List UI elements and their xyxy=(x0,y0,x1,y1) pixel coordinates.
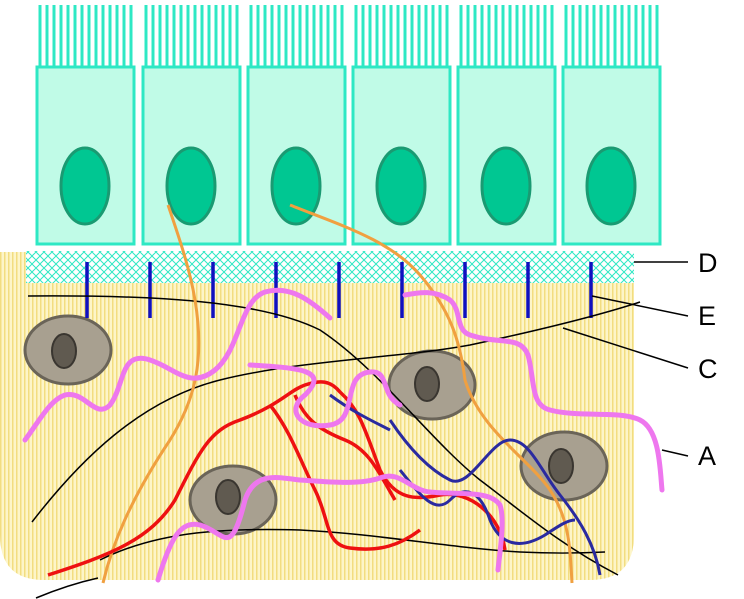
fibroblasts xyxy=(23,314,609,536)
fibroblast xyxy=(519,430,609,502)
reticular-fibers xyxy=(27,295,641,599)
nucleus xyxy=(585,146,637,226)
nucleus xyxy=(270,146,322,226)
label-a: A xyxy=(698,441,716,471)
elastic-fibers xyxy=(22,287,665,583)
leader-line-e xyxy=(591,295,689,317)
fibroblast xyxy=(387,349,477,421)
blue-fibers xyxy=(329,393,602,576)
orange-fibers xyxy=(101,203,574,584)
nuclei xyxy=(59,146,637,226)
nucleus xyxy=(165,146,217,226)
leader-line-a xyxy=(661,449,689,457)
leader-line-c xyxy=(562,327,689,369)
fibroblast xyxy=(23,314,113,386)
connective-tissue xyxy=(0,252,634,580)
nucleus xyxy=(59,146,111,226)
epithelial-cells xyxy=(35,65,662,246)
label-c: C xyxy=(698,354,718,384)
label-d: D xyxy=(698,248,718,278)
nucleus xyxy=(480,146,532,226)
microvilli xyxy=(38,5,659,67)
leader-lines xyxy=(562,261,689,457)
basement-membrane xyxy=(26,251,634,283)
nucleus xyxy=(375,146,427,226)
label-e: E xyxy=(698,301,716,331)
